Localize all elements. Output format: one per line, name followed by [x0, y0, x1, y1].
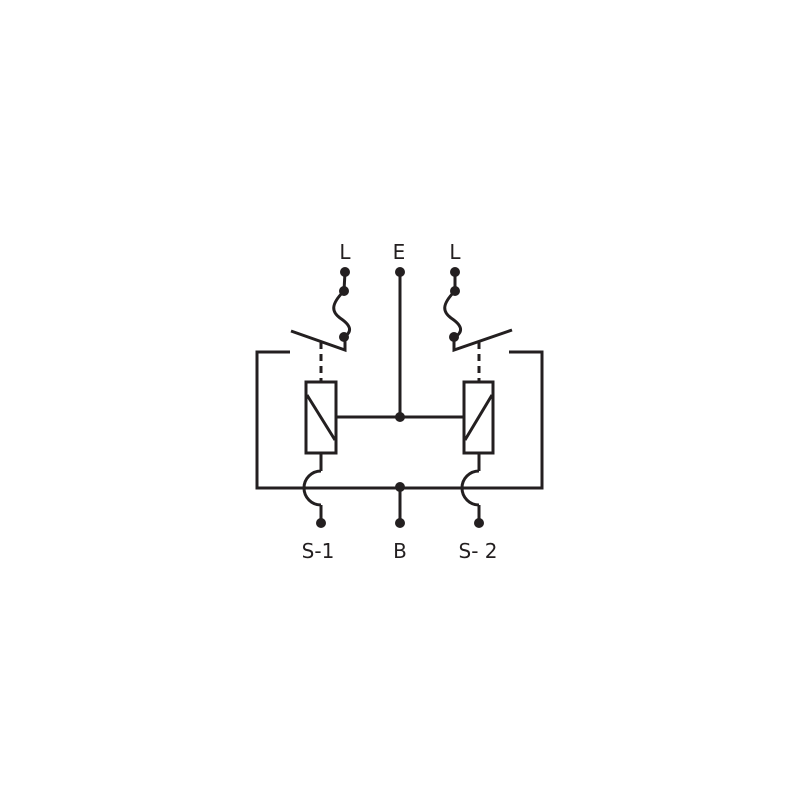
wire-coil-right-to-s2 [460, 453, 484, 528]
switch-right [452, 328, 513, 353]
label-b: B [393, 539, 407, 563]
wire-left-loop [255, 350, 304, 490]
bottom-bus [304, 482, 463, 528]
label-s1: S-1 [302, 539, 335, 563]
label-l-right: L [449, 240, 461, 264]
wire-right-loop [495, 350, 544, 490]
fuse-right [443, 267, 462, 342]
earth-line [395, 267, 405, 422]
switch-left [290, 329, 347, 353]
wire-coil-left-to-s1 [302, 453, 326, 528]
label-l-left: L [339, 240, 351, 264]
fuse-left [332, 267, 351, 342]
coil-right [462, 380, 495, 455]
label-s2: S- 2 [459, 539, 498, 563]
label-e: E [393, 240, 406, 264]
coil-left [304, 380, 338, 455]
